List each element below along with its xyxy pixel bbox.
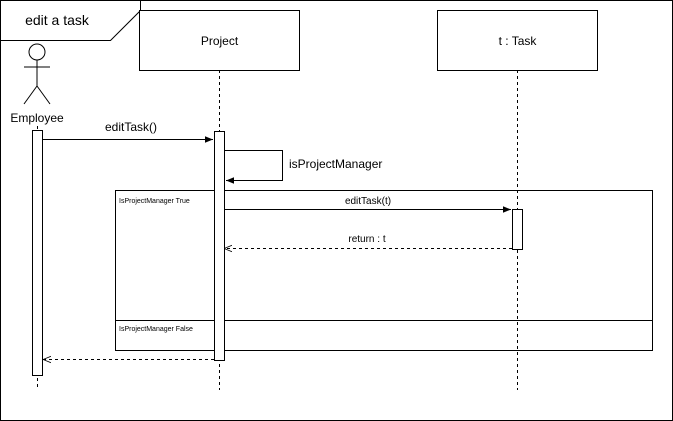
actor-left-leg	[23, 85, 38, 105]
employee-actor	[23, 43, 51, 105]
actor-head	[28, 43, 46, 61]
self-check-message-label: isProjectManager	[289, 157, 382, 171]
task-participant-box	[437, 10, 598, 71]
self-check-message	[225, 150, 283, 184]
actor-right-leg	[36, 85, 51, 105]
guard-true: IsProjectManager True	[119, 198, 190, 205]
guard-false: IsProjectManager False	[119, 326, 193, 333]
task-participant-label: t : Task	[499, 34, 538, 48]
employee-activation	[32, 130, 43, 376]
frame-title-tab	[0, 0, 141, 41]
employee-label: Employee	[10, 111, 64, 125]
project-activation	[214, 131, 225, 361]
return-t-message-label: return : t	[348, 234, 385, 245]
project-participant-label: Project	[201, 34, 239, 48]
alt-fragment	[115, 190, 653, 351]
edit-task-t-message-label: editTask(t)	[345, 196, 391, 207]
frame-title: edit a task	[25, 12, 90, 28]
project-participant-box	[139, 10, 300, 71]
edit-task-message-label: editTask()	[105, 120, 157, 134]
task-activation	[512, 209, 523, 250]
